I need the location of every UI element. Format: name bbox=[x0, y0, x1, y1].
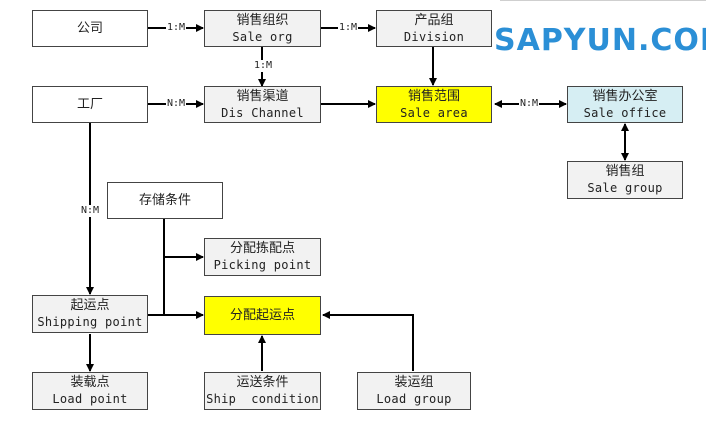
box-loading-group-zh: 装运组 bbox=[394, 375, 434, 390]
box-picking-point-zh: 分配拣配点 bbox=[229, 241, 295, 256]
box-shipping-point: 起运点 Shipping point bbox=[32, 295, 148, 333]
box-sales-office: 销售办公室 Sale office bbox=[567, 86, 683, 123]
box-ship-condition-en: Ship condition bbox=[206, 392, 319, 406]
box-sales-area: 销售范围 Sale area bbox=[376, 86, 492, 123]
box-assign-shipping-point-zh: 分配起运点 bbox=[229, 307, 295, 323]
relation-label-plant-shipping: N:M bbox=[80, 205, 101, 217]
box-division: 产品组 Division bbox=[376, 10, 492, 47]
box-storage-condition-zh: 存储条件 bbox=[138, 192, 191, 208]
box-sales-office-zh: 销售办公室 bbox=[592, 88, 658, 104]
box-sales-group: 销售组 Sale group bbox=[567, 161, 683, 199]
box-storage-condition: 存储条件 bbox=[107, 182, 223, 219]
box-picking-point-en: Picking point bbox=[213, 258, 312, 272]
box-sales-group-zh: 销售组 bbox=[605, 164, 645, 179]
relation-label-salesorg-channel: 1:M bbox=[253, 60, 274, 72]
box-dist-channel: 销售渠道 Dis Channel bbox=[204, 86, 321, 123]
box-shipping-point-zh: 起运点 bbox=[70, 298, 110, 313]
box-dist-channel-en: Dis Channel bbox=[221, 105, 304, 120]
box-loading-group-en: Load group bbox=[376, 392, 452, 406]
box-loading-point-zh: 装载点 bbox=[70, 375, 110, 390]
box-ship-condition-zh: 运送条件 bbox=[236, 375, 289, 390]
box-sales-group-en: Sale group bbox=[587, 181, 663, 195]
box-sales-org-zh: 销售组织 bbox=[236, 12, 289, 28]
box-loading-point: 装载点 Load point bbox=[32, 372, 148, 410]
logo-text: SAPYUN.COM bbox=[494, 22, 706, 58]
box-assign-shipping-point: 分配起运点 bbox=[204, 296, 321, 335]
box-sales-org-en: Sale org bbox=[232, 29, 293, 44]
relation-label-area-office: N:M bbox=[519, 98, 540, 110]
sapyun-logo: SAPYUN.COM bbox=[488, 18, 706, 62]
box-plant-zh: 工厂 bbox=[76, 96, 103, 112]
box-ship-condition: 运送条件 Ship condition bbox=[204, 372, 321, 410]
box-plant: 工厂 bbox=[32, 86, 148, 123]
box-company: 公司 bbox=[32, 10, 148, 47]
box-shipping-point-en: Shipping point bbox=[37, 315, 143, 329]
relation-label-plant-channel: N:M bbox=[166, 98, 187, 110]
box-loading-group: 装运组 Load group bbox=[357, 372, 471, 410]
box-division-zh: 产品组 bbox=[414, 12, 454, 28]
box-sales-office-en: Sale office bbox=[583, 105, 667, 120]
box-company-zh: 公司 bbox=[76, 20, 103, 36]
top-divider bbox=[500, 0, 706, 3]
box-division-en: Division bbox=[403, 29, 465, 44]
box-loading-point-en: Load point bbox=[52, 392, 128, 406]
box-sales-area-zh: 销售范围 bbox=[407, 88, 460, 104]
box-sales-org: 销售组织 Sale org bbox=[204, 10, 321, 47]
box-dist-channel-zh: 销售渠道 bbox=[236, 88, 289, 104]
relation-label-salesorg-division: 1:M bbox=[338, 22, 359, 34]
edge-loadgroup-assign bbox=[322, 311, 414, 371]
box-sales-area-en: Sale area bbox=[400, 105, 468, 120]
relation-label-company-salesorg: 1:M bbox=[166, 22, 187, 34]
box-picking-point: 分配拣配点 Picking point bbox=[204, 238, 321, 276]
